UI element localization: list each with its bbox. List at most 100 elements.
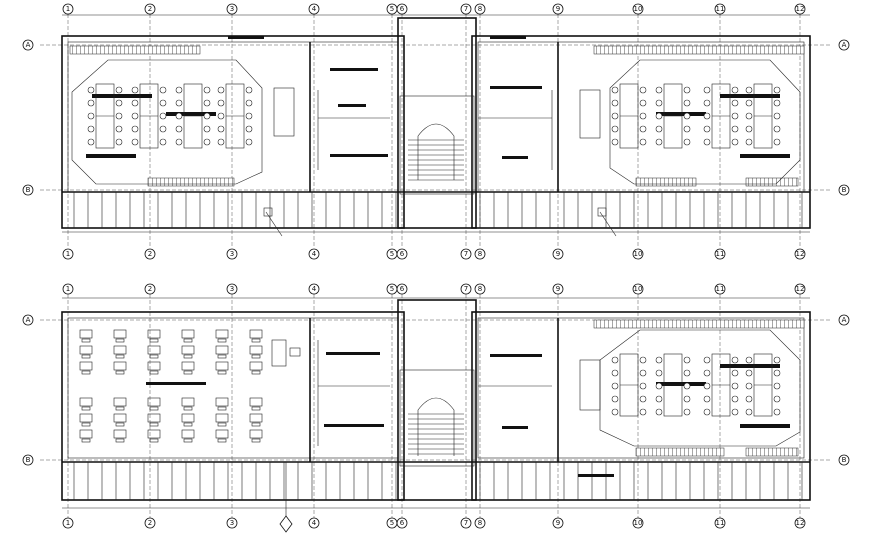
grid-column-label: 4 [312,519,317,527]
bottom-stair-box [399,369,475,467]
top-side-stair [273,87,295,137]
grid-bubble [62,248,74,260]
chair [115,112,123,120]
chair [731,138,739,146]
chair [217,99,225,107]
grid-column-label: 7 [464,519,468,527]
grid-bubble [714,517,726,529]
grid-column-label: 8 [478,285,482,293]
chair [639,112,647,120]
grid-bubble [460,283,472,295]
grid-bubble [460,517,472,529]
student-desk [215,397,229,407]
grid-column-label: 11 [716,5,725,13]
chair [175,125,183,133]
chair [683,99,691,107]
grid-bubble [226,248,238,260]
grid-column-label: 6 [400,285,405,293]
grid-column-label: 12 [796,519,805,527]
bottom-room-tag [656,382,706,386]
chair [87,125,95,133]
student-desk [215,361,229,371]
chair [655,382,663,390]
grid-bubble [474,283,486,295]
grid-column-label: 10 [634,285,643,293]
top-window-band [635,177,697,187]
chair [655,125,663,133]
grid-bubble [838,39,850,51]
grid-bubble [474,3,486,15]
chair [639,86,647,94]
student-desk [113,345,127,355]
student-desk [113,397,127,407]
grid-bubble [144,248,156,260]
chair [731,408,739,416]
chair [639,395,647,403]
grid-bubble [632,248,644,260]
student-chair [251,338,261,343]
top-room-tag [228,36,264,39]
chair [703,408,711,416]
grid-column-label: 3 [230,285,234,293]
chair [703,99,711,107]
chair [217,86,225,94]
bottom-room-tag [720,364,780,368]
student-desk [147,361,161,371]
student-chair [217,370,227,375]
chair [731,125,739,133]
grid-bubble [144,3,156,15]
chair [745,356,753,364]
grid-column-label: 8 [478,5,482,13]
top-entry-stroke [599,211,617,237]
chair [611,99,619,107]
bottom-window-band [635,447,725,457]
bottom-right-wing-outline [471,311,811,501]
student-desk [181,429,195,439]
chair [131,86,139,94]
grid-row-label: A [842,41,847,49]
grid-bubble [460,3,472,15]
bottom-room-tag [502,426,528,429]
grid-column-label: 12 [796,285,805,293]
chair [131,125,139,133]
chair [683,112,691,120]
grid-bubble [838,314,850,326]
chair [175,112,183,120]
top-stair-box [399,95,475,195]
top-entry-box [597,207,607,217]
chair [115,138,123,146]
grid-column-label: 5 [390,5,394,13]
bottom-room-tag [578,474,614,477]
chair [703,125,711,133]
grid-bubble [62,3,74,15]
grid-row-label: B [26,456,31,464]
grid-row-label: A [26,316,31,324]
chair [683,138,691,146]
chair [115,99,123,107]
grid-column-label: 8 [478,519,482,527]
chair [703,369,711,377]
top-core-outline [397,17,477,229]
grid-column-label: 10 [634,5,643,13]
student-chair [217,354,227,359]
chair [159,138,167,146]
grid-column-label: 5 [390,250,394,258]
chair [245,99,253,107]
chair [683,356,691,364]
student-chair [115,370,125,375]
chair [203,138,211,146]
top-left-classroom [71,59,263,185]
top-core-arch [417,123,455,180]
student-desk [79,329,93,339]
grid-column-label: 1 [66,285,70,293]
bottom-core-steps [408,413,464,455]
bottom-left-wing-outline [61,311,405,501]
bottom-side-stair [579,359,601,411]
student-desk [249,413,263,423]
student-chair [183,338,193,343]
grid-column-label: 9 [556,5,560,13]
chair [175,86,183,94]
grid-column-label: 3 [230,519,234,527]
